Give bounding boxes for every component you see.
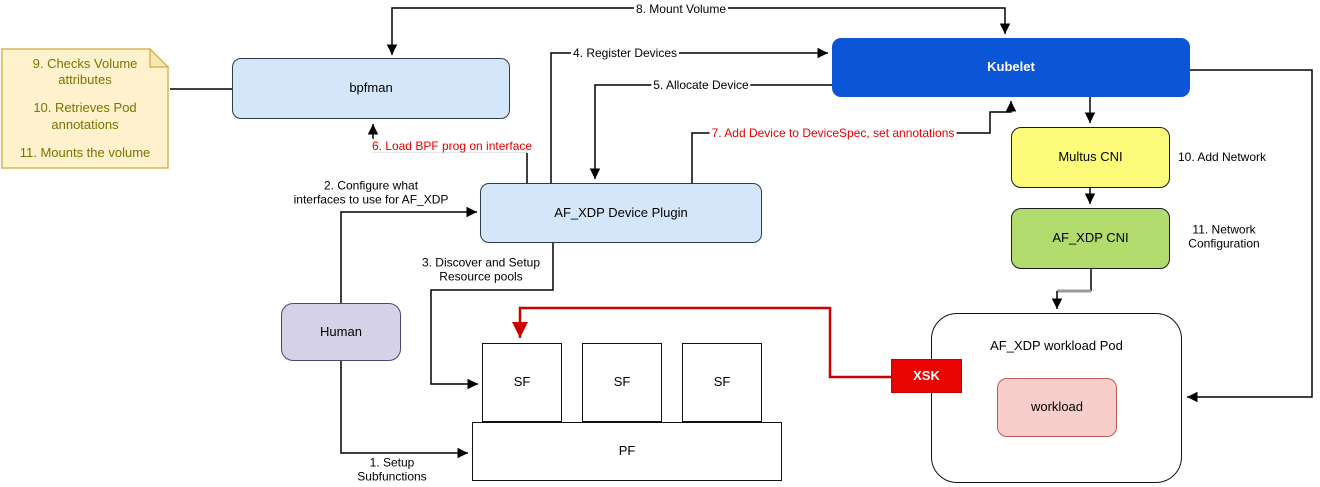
edge-label-discover-pools: 3. Discover and Setup Resource pools (421, 255, 541, 284)
node-bpfman-label: bpfman (349, 80, 393, 96)
pod-title: AF_XDP workload Pod (990, 338, 1123, 353)
edge-label-configure-interfaces: 2. Configure what interfaces to use for … (293, 178, 449, 207)
edge-label-add-devicespec: 7. Add Device to DeviceSpec, set annotat… (709, 125, 957, 141)
edge-label-mount-volume: 8. Mount Volume (633, 1, 729, 17)
edge-label-add-network: 10. Add Network (1177, 149, 1267, 164)
node-human: Human (281, 303, 401, 361)
node-sf3-label: SF (713, 374, 731, 390)
edge-register-devices (550, 47, 828, 183)
edge-discover-pools (430, 243, 554, 390)
node-device-plugin-label: AF_XDP Device Plugin (554, 204, 688, 220)
node-af-xdp-cni: AF_XDP CNI (1011, 208, 1170, 269)
node-sf-1: SF (482, 343, 562, 422)
node-xsk-label: XSK (913, 367, 940, 383)
note-shape (1, 47, 170, 169)
edge-allocate-device (589, 84, 832, 179)
edge-load-bpf (367, 124, 528, 183)
edge-xsk-sf (511, 306, 891, 379)
note-item: 11. Mounts the volume (19, 144, 151, 160)
edge-kubelet-pod (1187, 69, 1313, 403)
edge-label-setup-subfunctions: 1. Setup Subfunctions (357, 455, 427, 484)
node-xsk: XSK (891, 359, 962, 393)
node-pf-label: PF (618, 443, 636, 459)
node-kubelet: Kubelet (832, 38, 1190, 97)
node-workload: workload (997, 378, 1117, 437)
node-sf-2: SF (582, 343, 662, 422)
node-sf-3: SF (682, 343, 762, 422)
edge-label-load-bpf: 6. Load BPF prog on interface (369, 138, 535, 154)
node-sf2-label: SF (613, 374, 631, 390)
node-human-label: Human (320, 323, 362, 339)
edge-mount-volume-right (681, 7, 1011, 34)
note-item: 10. Retrieves Pod annotations (33, 100, 137, 132)
edge-mount-volume-left (386, 7, 681, 55)
edge-label-network-configuration: 11. Network Configuration (1188, 222, 1260, 251)
edge-configure-interfaces (340, 206, 477, 303)
node-af-xdp-device-plugin: AF_XDP Device Plugin (480, 183, 762, 243)
edge-setup-subfunctions (340, 361, 468, 459)
note-item: 9. Checks Volume attributes (32, 55, 138, 88)
edge-add-devicespec (691, 101, 1017, 183)
node-pf: PF (472, 422, 782, 481)
node-multus-cni: Multus CNI (1011, 127, 1170, 188)
node-sf1-label: SF (513, 374, 531, 390)
node-kubelet-label: Kubelet (987, 59, 1035, 75)
node-cni-label: AF_XDP CNI (1052, 230, 1129, 246)
note-volume-steps: 9. Checks Volume attributes 10. Retrieve… (2, 49, 168, 168)
edge-label-allocate-device: 5. Allocate Device (651, 77, 751, 93)
edge-label-register-devices: 4. Register Devices (570, 45, 680, 61)
node-workload-label: workload (1030, 399, 1084, 415)
node-multus-label: Multus CNI (1058, 149, 1123, 165)
node-bpfman: bpfman (232, 58, 510, 119)
